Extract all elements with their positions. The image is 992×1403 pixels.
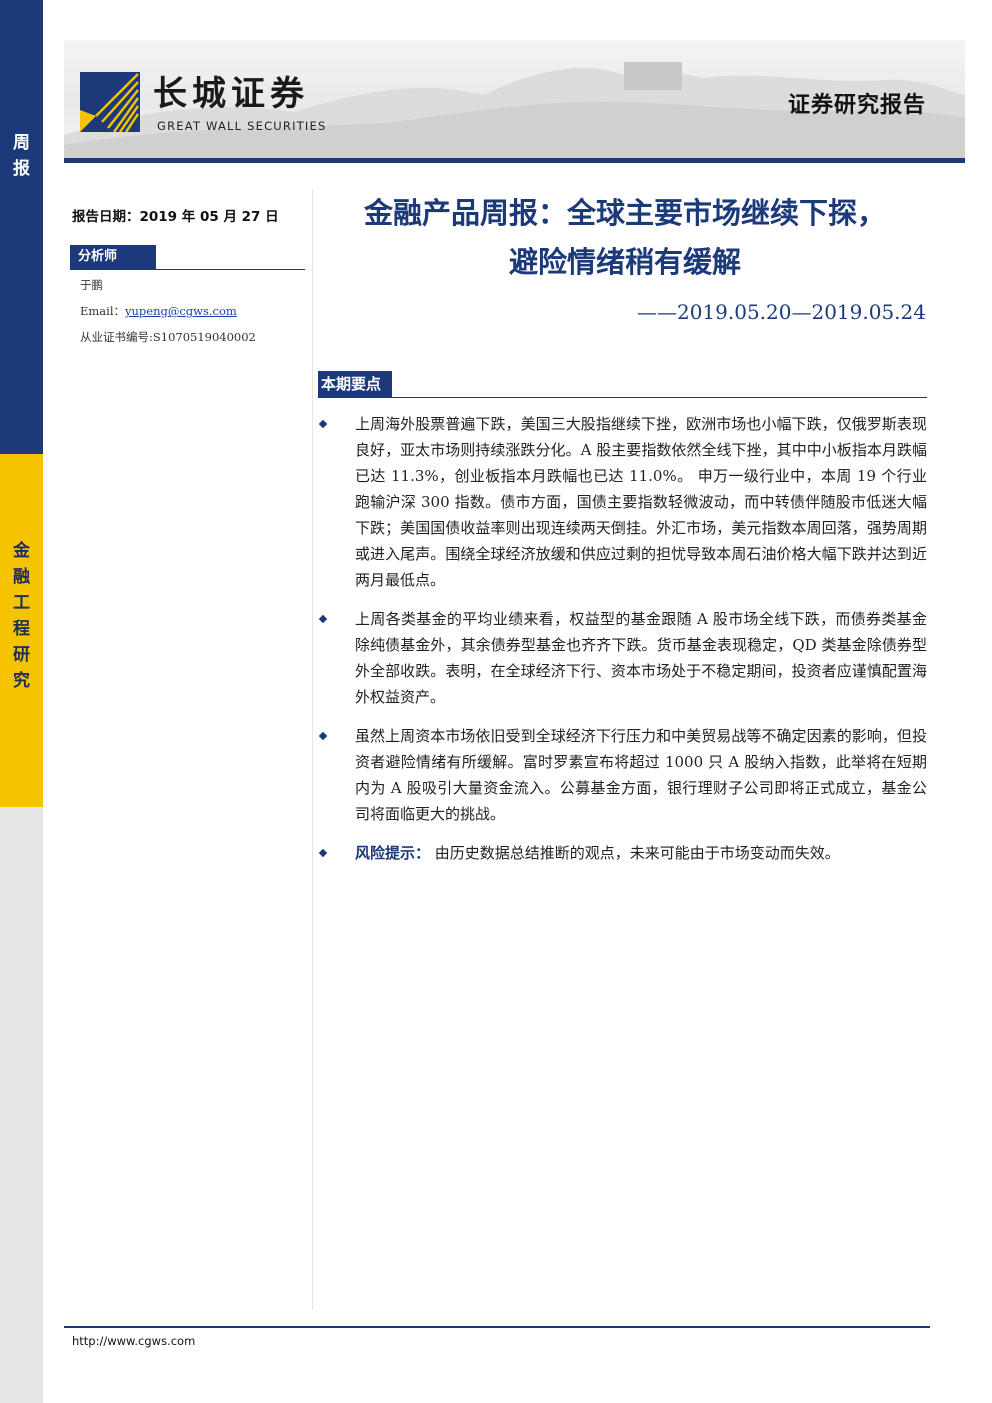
- sidebar-char: 工: [13, 593, 30, 613]
- report-title-line2: 避险情绪稍有缓解: [508, 245, 741, 279]
- sidebar-yellow-band: [0, 454, 43, 807]
- risk-text: 风险提示： 由历史数据总结推断的观点，未来可能由于市场变动而失效。: [355, 840, 927, 866]
- sidebar-char: 周: [13, 133, 30, 153]
- bullet-text: 上周海外股票普遍下跌，美国三大股指继续下挫，欧洲市场也小幅下跌，仅俄罗斯表现良好…: [355, 415, 927, 589]
- risk-content: 由历史数据总结推断的观点，未来可能由于市场变动而失效。: [434, 844, 840, 862]
- sidebar-char: 报: [13, 159, 30, 179]
- report-date: 报告日期：2019 年 05 月 27 日: [72, 209, 279, 225]
- sidebar-report-kind: 周 报: [0, 130, 43, 182]
- column-divider: [312, 190, 313, 1310]
- diamond-bullet-icon: [318, 848, 328, 858]
- analyst-tag: 分析师: [70, 245, 156, 269]
- diamond-bullet-icon: [318, 731, 328, 741]
- bullet-text: 虽然上周资本市场依旧受到全球经济下行压力和中美贸易战等不确定因素的影响，但投资者…: [355, 727, 927, 823]
- report-type-label: 证券研究报告: [787, 93, 926, 118]
- analyst-name: 于鹏: [80, 278, 103, 292]
- report-date-range: ——2019.05.20—2019.05.24: [636, 300, 926, 324]
- sidebar-char: 研: [13, 645, 30, 665]
- sidebar-char: 金: [13, 541, 30, 561]
- diamond-bullet-icon: [318, 614, 328, 624]
- sidebar-char: 究: [13, 671, 30, 691]
- diamond-bullet-icon: [318, 419, 328, 429]
- great-wall-hills-graphic: [64, 62, 965, 158]
- footer-divider: [64, 1326, 930, 1328]
- bullet-text: 上周各类基金的平均业绩来看，权益型的基金跟随 A 股市场全线下跌，而债券类基金除…: [355, 610, 927, 706]
- sidebar-char: 融: [13, 567, 30, 587]
- analyst-email-line: Email：yupeng@cgws.com: [80, 303, 237, 319]
- logo-icon: [80, 72, 140, 132]
- analyst-header: 分析师: [70, 245, 305, 270]
- left-sidebar: 周 报 金 融 工 程 研 究: [0, 0, 43, 1403]
- header-divider: [64, 158, 965, 163]
- analyst-cert: 从业证书编号:S1070519040002: [80, 330, 256, 344]
- sidebar-category: 金 融 工 程 研 究: [0, 538, 43, 694]
- email-label: Email：: [80, 304, 126, 318]
- risk-label: 风险提示：: [355, 844, 431, 862]
- email-link[interactable]: yupeng@cgws.com: [125, 304, 237, 318]
- key-points-header: 本期要点: [318, 371, 927, 398]
- logo-english-name: GREAT WALL SECURITIES: [157, 119, 327, 133]
- key-points-tag: 本期要点: [318, 371, 392, 397]
- logo-chinese-name: 长城证券: [153, 74, 309, 114]
- report-title-line1: 金融产品周报：全球主要市场继续下探，: [363, 196, 886, 230]
- sidebar-blue-band: [0, 0, 43, 454]
- header-banner: [64, 40, 965, 158]
- footer-url[interactable]: http://www.cgws.com: [72, 1334, 196, 1348]
- sidebar-char: 程: [13, 619, 30, 639]
